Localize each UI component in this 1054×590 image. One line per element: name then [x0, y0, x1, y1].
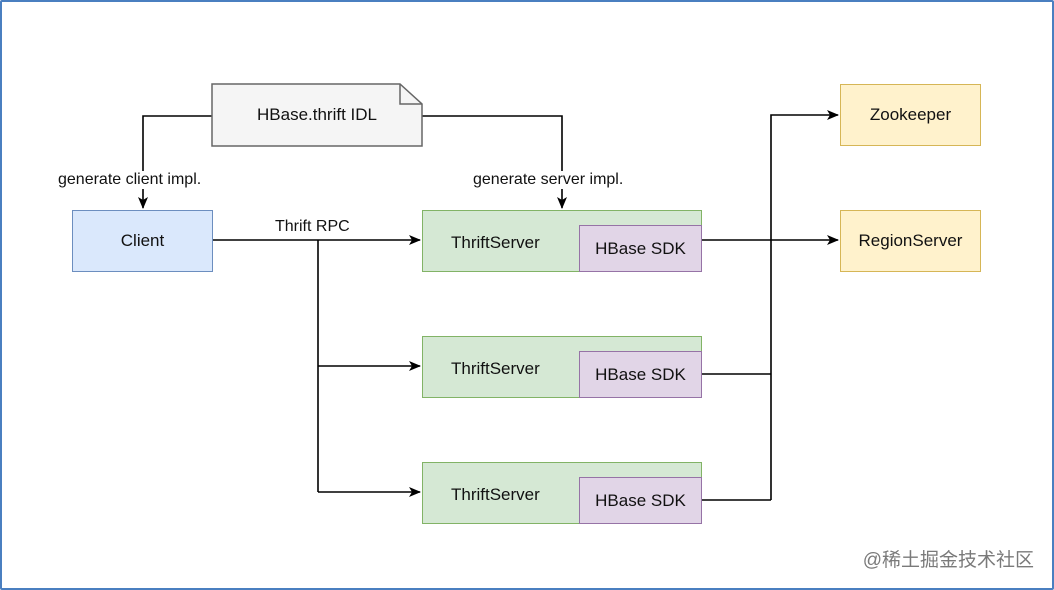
thriftserver-node-2: ThriftServer HBase SDK [422, 336, 702, 398]
thriftserver-label: ThriftServer [451, 359, 540, 378]
watermark-text: @稀土掘金技术社区 [862, 550, 1034, 571]
idl-document-shape [211, 83, 423, 147]
regionserver-node: RegionServer [840, 210, 981, 272]
generate-server-label: generate server impl. [473, 171, 624, 189]
hbase-sdk-node-3: HBase SDK [579, 477, 702, 524]
edge-bus-to-zookeeper [770, 110, 839, 500]
edge-idl-to-client [138, 115, 212, 209]
idl-node-label: HBase.thrift IDL [257, 105, 377, 124]
thrift-rpc-label: Thrift RPC [275, 218, 350, 236]
generate-client-label: generate client impl. [58, 171, 202, 189]
thriftserver-node-1: ThriftServer HBase SDK [422, 210, 702, 272]
hbase-sdk-node-2: HBase SDK [579, 351, 702, 398]
zookeeper-node: Zookeeper [840, 84, 981, 146]
client-node: Client [72, 210, 213, 272]
edge-idl-to-thriftserver [422, 115, 567, 209]
thriftserver-label: ThriftServer [451, 485, 540, 504]
hbase-sdk-node-1: HBase SDK [579, 225, 702, 272]
thriftserver-node-3: ThriftServer HBase SDK [422, 462, 702, 524]
thriftserver-label: ThriftServer [451, 233, 540, 252]
